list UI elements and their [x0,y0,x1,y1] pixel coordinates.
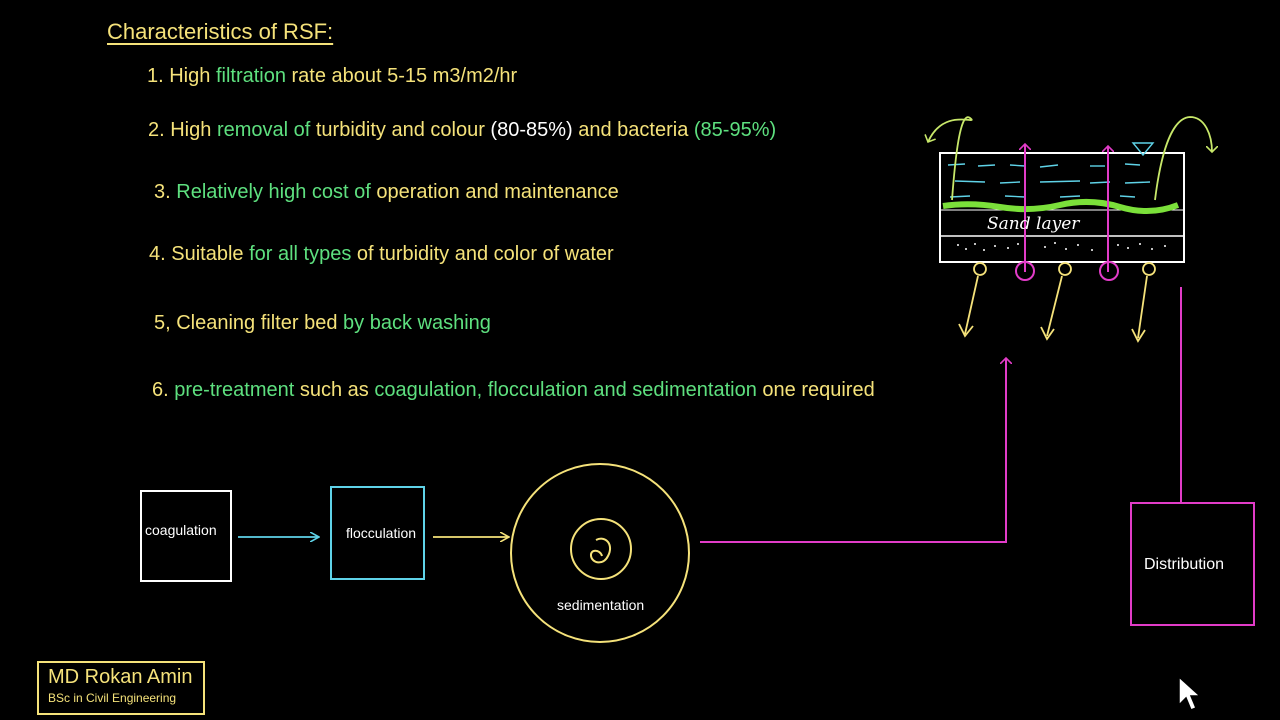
flocculation-label: flocculation [346,525,417,541]
item-text-segment: 2. High [148,119,217,141]
flocculation-box [330,486,425,580]
item-text-segment: for all types [249,243,357,265]
underdrain-outlets [958,262,1156,343]
item-text-segment: rate about 5-15 m3/m2/hr [285,65,518,87]
item-text-segment: operation and maintenance [376,181,619,203]
item-text-segment: 3. [154,181,177,203]
author-degree: BSc in Civil Engineering [48,691,177,705]
item-text-segment: 1. High [147,65,216,87]
inlet-left-circle [1015,261,1035,281]
item-text-segment: of turbidity and color of water [356,243,614,265]
item-text-segment: coagulation, flocculation and sedimentat… [374,379,763,401]
water-dashes [947,142,1155,198]
mouse-cursor-icon [1178,676,1202,711]
page-title: Characteristics of RSF: [107,19,334,44]
item-text-segment: 4. Suitable [149,243,250,265]
item-text-segment: 5, Cleaning filter bed [154,312,344,334]
sand-layer-label: Sand layer [987,214,1080,234]
item-text-segment: removal of [216,119,311,141]
swirl-icon [589,537,612,564]
sed-to-filter-pipe [700,358,1006,543]
gravel-layer [957,242,1166,251]
distribution-label: Distribution [1144,556,1225,573]
sedimentation-inner-circle [570,518,632,580]
characteristic-item-4: 4. Suitable for all types of turbidity a… [149,243,614,266]
characteristic-item-5: 5, Cleaning filter bed by back washing [154,312,491,335]
author-badge: MD Rokan Amin BSc in Civil Engineering [37,661,205,715]
backwash-left-arrow [928,116,973,201]
item-text-segment: (80-85%) [490,119,579,141]
characteristic-item-1: 1. High filtration rate about 5-15 m3/m2… [147,65,517,88]
item-text-segment: turbidity and colour [310,119,491,141]
distribution-box [1130,502,1255,626]
sedimentation-tank [510,463,690,643]
item-text-segment: such as [299,379,375,401]
filter-tank [939,152,1185,263]
item-text-segment: (85-95%) [693,119,777,141]
item-text-segment: one required [762,379,875,401]
characteristic-item-3: 3. Relatively high cost of operation and… [154,181,619,204]
item-text-segment: Relatively high cost of [176,181,377,203]
item-text-segment: 6. [152,379,175,401]
characteristic-item-2: 2. High removal of turbidity and colour … [148,119,776,142]
coagulation-box [140,490,232,582]
item-text-segment: pre-treatment [174,379,300,401]
backwash-right-arrow [1154,116,1212,201]
characteristic-item-6: 6. pre-treatment such as coagulation, fl… [152,379,875,402]
inlet-right-circle [1099,261,1119,281]
coagulation-label: coagulation [145,522,217,538]
sand-layer-green [942,199,1180,214]
item-text-segment: by back washing [343,312,491,334]
sedimentation-label: sedimentation [557,597,645,613]
item-text-segment: and bacteria [578,119,694,141]
author-name: MD Rokan Amin [48,666,193,688]
item-text-segment: filtration [215,65,286,87]
